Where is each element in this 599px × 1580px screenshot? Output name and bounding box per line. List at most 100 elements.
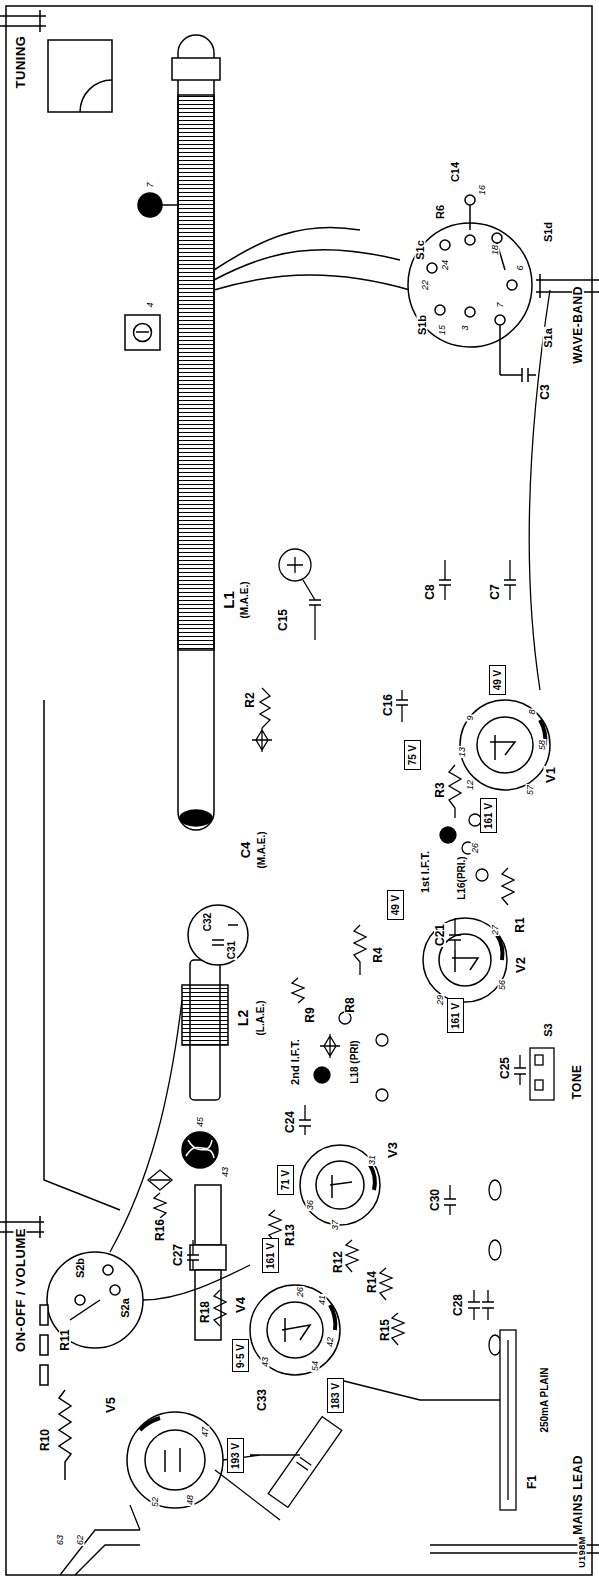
components-part — [320, 1034, 340, 1058]
voltage-box: 161 V — [262, 1238, 279, 1273]
components-part — [376, 1089, 388, 1101]
voltage-box: 75 V — [404, 740, 421, 770]
trimmers-and-switches-part — [500, 325, 536, 382]
wire-number: 26 — [296, 1286, 305, 1298]
components-part — [535, 1055, 543, 1065]
ferrite-aerial-part — [190, 1245, 226, 1270]
components-part — [504, 560, 516, 600]
voltage-reading: 49 V — [493, 670, 503, 691]
control-label: MAINS LEAD — [572, 1454, 584, 1536]
components-part — [303, 580, 321, 640]
components-part — [260, 688, 270, 728]
wire-number: 22 — [421, 279, 430, 291]
voltage-reading: 49 V — [391, 895, 401, 916]
wire-number: 52 — [151, 1496, 160, 1508]
ferrite-aerial — [138, 35, 410, 1340]
wire-number: 42 — [326, 1336, 335, 1348]
part-label: C31 — [227, 940, 237, 960]
components-part — [154, 1193, 166, 1218]
components — [60, 290, 554, 1575]
wire-number: 37 — [331, 1219, 340, 1231]
trimmers-and-switches-part — [465, 307, 475, 317]
components-part — [489, 1180, 501, 1200]
part-label: C16 — [382, 693, 394, 717]
voltage-box: 161 V — [447, 998, 464, 1033]
part-label: (M.A.E.) — [257, 830, 267, 869]
trimmers-and-switches-part — [103, 1265, 113, 1275]
components-part — [187, 1240, 199, 1270]
part-label: S2b — [75, 1257, 86, 1279]
voltage-box: 9·5 V — [232, 1339, 249, 1372]
components-part — [529, 290, 550, 690]
components-part — [376, 1034, 388, 1046]
part-label: S1a — [543, 327, 554, 349]
wire-number: 18 — [491, 244, 500, 256]
valve-sockets-part — [452, 950, 478, 972]
chassis-outline-part — [0, 10, 46, 32]
valve-sockets-part — [250, 1285, 340, 1375]
wire-number: 15 — [438, 324, 447, 336]
voltage-reading: 75 V — [408, 745, 418, 766]
components-part — [489, 1240, 501, 1260]
part-label: R13 — [284, 1223, 296, 1247]
part-label: C24 — [284, 1110, 296, 1134]
ferrite-aerial-part — [182, 985, 228, 1045]
part-label: R9 — [304, 1006, 316, 1023]
components-part — [268, 1417, 342, 1508]
part-label: C27 — [172, 1243, 184, 1267]
part-label: C14 — [450, 161, 461, 183]
part-label: R15 — [379, 1318, 391, 1342]
part-label: (L.A.E.) — [256, 1000, 266, 1037]
part-label: C25 — [499, 1056, 511, 1080]
trimmers-and-switches-part — [408, 223, 532, 347]
part-label: V2 — [514, 956, 527, 974]
part-label: V5 — [104, 1396, 117, 1414]
wire-number: 9 — [466, 714, 475, 721]
components-part — [215, 1380, 500, 1520]
wire-number: 56 — [498, 979, 507, 991]
wire-number: 47 — [201, 1426, 210, 1438]
chassis-outline-part — [536, 274, 599, 298]
valve-sockets-part — [145, 1430, 205, 1490]
part-label: L1 — [221, 590, 236, 610]
trimmers-and-switches-part — [188, 905, 248, 965]
wire-number: 31 — [368, 1154, 377, 1166]
part-label: V1 — [544, 766, 557, 784]
wire-number: 63 — [56, 1534, 65, 1546]
part-label: S1c — [415, 239, 426, 261]
valve-sockets-part — [140, 1418, 160, 1430]
part-label: L16(PRI.) — [457, 855, 467, 900]
ferrite-aerial-part — [138, 193, 162, 217]
wire-number: 43 — [221, 1166, 230, 1178]
part-label: V4 — [234, 1296, 247, 1314]
chassis-outline-part — [44, 700, 120, 1210]
ferrite-aerial-part — [172, 58, 220, 80]
valve-sockets-part — [497, 935, 502, 960]
part-label: C15 — [277, 608, 289, 632]
wire-number: 48 — [186, 1494, 195, 1506]
trimmers-and-switches-part — [134, 324, 152, 342]
voltage-reading: 161 V — [266, 1242, 276, 1268]
part-label: R14 — [366, 1270, 378, 1294]
part-label: C32 — [203, 912, 213, 932]
wire-number: 6 — [516, 264, 525, 271]
valve-sockets-part — [127, 1412, 223, 1508]
components-part — [507, 1340, 508, 1500]
components-part — [252, 728, 272, 752]
components-part — [148, 1170, 172, 1190]
part-label: 1st I.F.T. — [420, 850, 431, 894]
voltage-reading: 71 V — [281, 1170, 291, 1191]
valve-sockets-part — [316, 1161, 364, 1209]
part-label: C8 — [424, 583, 436, 600]
control-label: U198M — [578, 1535, 587, 1569]
components-part-part — [296, 1457, 311, 1470]
control-label: WAVE-BAND — [572, 285, 584, 365]
part-label: R16 — [154, 1218, 166, 1242]
part-label: (M.A.E.) — [240, 580, 250, 619]
ferrite-aerial-part — [178, 95, 214, 650]
trimmers-and-switches-part — [507, 280, 517, 290]
components-part — [314, 1067, 330, 1083]
ferrite-aerial-part — [186, 1140, 214, 1158]
wire-number: 12 — [466, 779, 475, 791]
